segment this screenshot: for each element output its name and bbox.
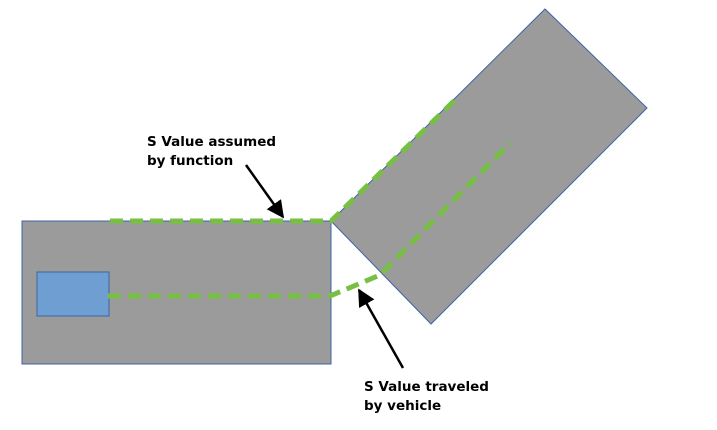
label-s-value-assumed: S Value assumed by function <box>147 133 276 171</box>
assumed-path-line <box>110 95 460 224</box>
arrow-traveled <box>357 288 405 369</box>
vehicle <box>36 271 110 317</box>
label-assumed-line-2: by function <box>147 153 234 169</box>
traveled-path-line <box>108 141 512 299</box>
label-s-value-traveled: S Value traveled by vehicle <box>364 378 489 416</box>
label-traveled-line-1: S Value traveled <box>364 379 489 395</box>
arrow-assumed <box>244 164 285 219</box>
label-assumed-line-1: S Value assumed <box>147 134 277 150</box>
label-traveled-line-2: by vehicle <box>364 398 442 414</box>
